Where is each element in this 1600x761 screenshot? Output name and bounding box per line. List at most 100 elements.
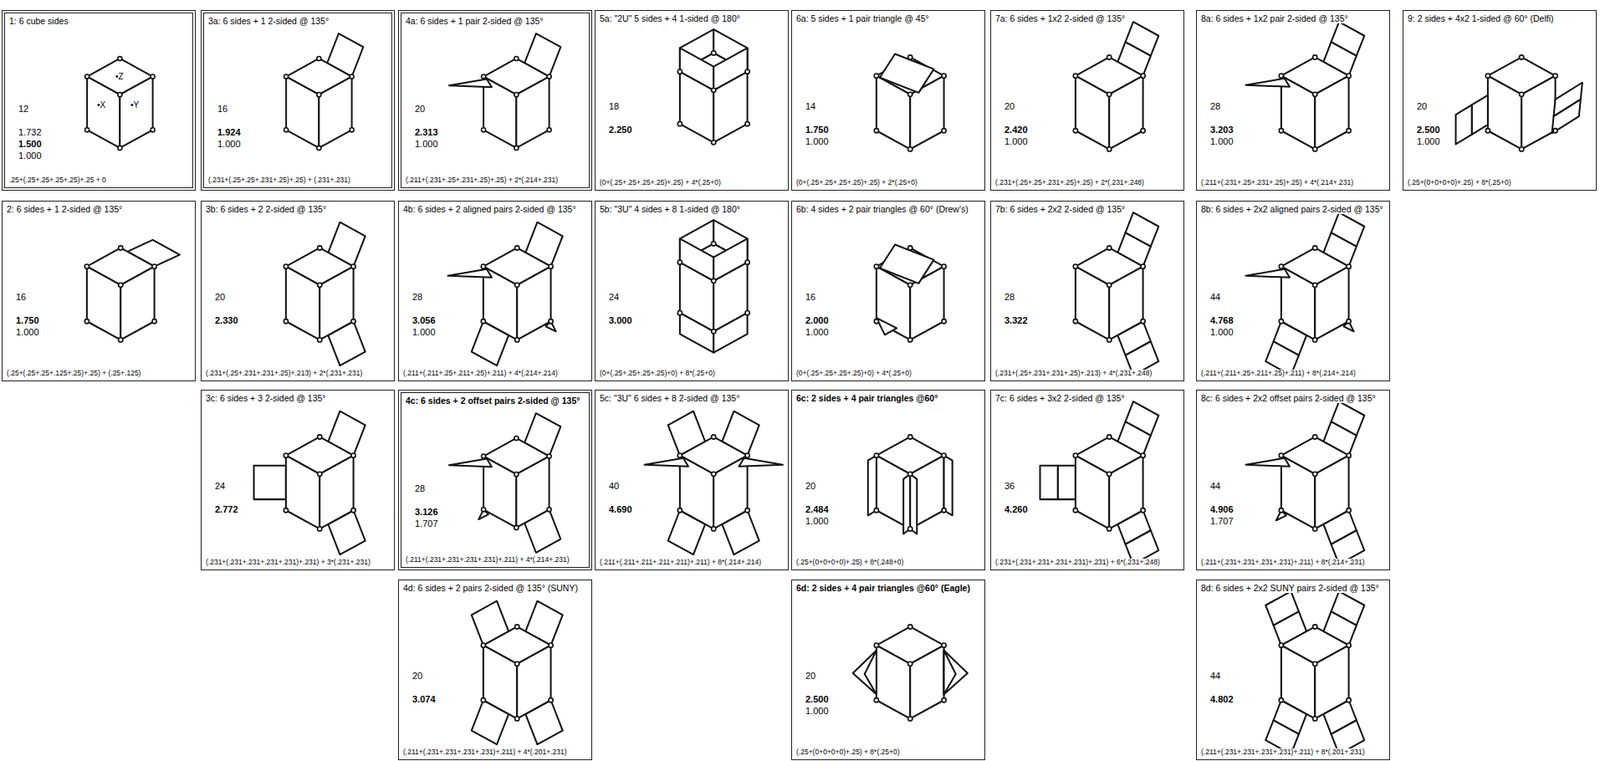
- area-value: 4.906: [1210, 504, 1234, 516]
- area-value: 2.484: [805, 504, 829, 516]
- cube-side: [1314, 76, 1349, 150]
- cube-side: [1521, 76, 1555, 150]
- config-panel: 3a: 6 sides + 1 2-sided @ 135°161.9241.0…: [200, 10, 395, 191]
- panel-wing: [1125, 401, 1160, 436]
- corner-rail: [1519, 55, 1524, 60]
- corner-rail: [546, 127, 552, 133]
- cell-count: 20: [1416, 101, 1427, 113]
- satellite-illustration: [991, 390, 1184, 570]
- cell-count: 20: [214, 291, 225, 303]
- panel-wing: [853, 650, 877, 695]
- corner-rail: [1107, 282, 1112, 287]
- corner-rail: [677, 69, 682, 74]
- area-value: 2.500: [805, 694, 829, 706]
- corner-rail: [1313, 471, 1318, 476]
- panel-title: 6b: 4 sides + 2 pair triangles @ 60° (Dr…: [795, 204, 970, 215]
- corner-rail: [941, 128, 946, 133]
- panel-title: 6a: 5 sides + 1 pair triangle @ 45°: [795, 13, 931, 24]
- corner-rail: [1073, 453, 1078, 458]
- panel-title: 7a: 6 sides + 1x2 2-sided @ 135°: [994, 13, 1126, 24]
- corner-rail: [283, 319, 288, 324]
- corner-rail: [1140, 128, 1146, 133]
- cell-count: 24: [608, 291, 619, 303]
- corner-rail: [150, 74, 155, 79]
- area-value: 1.000: [805, 516, 829, 527]
- corner-rail: [283, 453, 288, 458]
- cell-count: 28: [1210, 101, 1221, 113]
- panel-wing: [879, 244, 935, 283]
- panel-title: 8c: 6 sides + 2x2 offset pairs 2-sided @…: [1200, 393, 1377, 404]
- cell-count: 44: [1210, 670, 1221, 682]
- panel-wing: [1040, 465, 1059, 500]
- satellite-illustration: [201, 201, 394, 381]
- panel-title: 8b: 6 sides + 2x2 aligned pairs 2-sided …: [1200, 204, 1385, 215]
- corner-rail: [152, 264, 157, 269]
- corner-rail: [1278, 698, 1284, 703]
- area-value: 4.260: [1004, 504, 1028, 516]
- corner-rail: [1140, 453, 1146, 458]
- corner-rail: [480, 698, 486, 703]
- config-panel: 3b: 6 sides + 2 2-sided @ 135°202.330(.2…: [200, 200, 395, 382]
- cell-count: 14: [805, 101, 816, 113]
- panel-wing: [679, 312, 714, 353]
- corner-rail: [874, 319, 879, 324]
- area-value: 1.500: [18, 138, 42, 150]
- panel-title: 6d: 2 sides + 4 pair triangles @60° (Eag…: [795, 582, 972, 593]
- corner-rail: [711, 434, 716, 440]
- satellite-illustration: [398, 201, 592, 381]
- panel-wing: [868, 455, 877, 517]
- cube-side: [318, 76, 352, 149]
- satellite-illustration: [1196, 201, 1390, 381]
- config-panel: 6a: 5 sides + 1 pair triangle @ 45°141.7…: [791, 10, 986, 191]
- corner-rail: [1346, 319, 1351, 324]
- panel-wing: [1331, 401, 1365, 436]
- satellite-illustration: [1196, 390, 1390, 570]
- panel-title: 6c: 2 sides + 4 pair triangles @60°: [795, 393, 939, 404]
- corner-rail: [481, 507, 486, 512]
- corner-rail: [677, 453, 682, 458]
- panel-wing: [1331, 212, 1365, 247]
- panel-wing: [449, 78, 492, 87]
- area-value: 3.000: [608, 315, 633, 327]
- corner-rail: [711, 87, 716, 93]
- corner-rail: [941, 73, 946, 78]
- cube-side: [319, 266, 353, 341]
- corner-rail: [1073, 319, 1078, 324]
- area-value: 3.322: [1004, 315, 1028, 327]
- corner-rail: [515, 245, 520, 251]
- panel-wing: [1246, 78, 1290, 87]
- corner-rail: [677, 311, 682, 316]
- corner-rail: [1553, 73, 1558, 78]
- corner-rail: [941, 319, 946, 324]
- panel-wing: [944, 650, 968, 695]
- panel-title: 9: 2 sides + 4x2 1-sided @ 60° (Delfi): [1406, 13, 1554, 24]
- corner-rail: [908, 147, 913, 152]
- area-formula: (.211+(.231+.231+.231+.231)+.211) + 8*(.…: [1200, 748, 1366, 757]
- cube-side: [1109, 455, 1143, 530]
- cell-count: 20: [1004, 101, 1015, 113]
- satellite-illustration: [792, 201, 985, 381]
- config-panel: 7b: 6 sides + 2x2 2-sided @ 135°283.322(…: [990, 200, 1185, 382]
- corner-rail: [548, 319, 553, 324]
- corner-rail: [481, 127, 486, 133]
- corner-rail: [1140, 508, 1146, 513]
- area-formula: (.211+(.231+.231+.231+.231)+.211) + 8*(.…: [1200, 558, 1366, 568]
- area-formula: (.211+(.211+.211+.211+.211)+.211) + 8*(.…: [598, 558, 762, 568]
- cube-side: [516, 76, 549, 149]
- corner-rail: [1140, 319, 1146, 324]
- corner-rail: [1278, 319, 1284, 324]
- axis-label: •X: [97, 100, 106, 110]
- corner-rail: [283, 264, 288, 269]
- corner-rail: [351, 264, 356, 269]
- corner-rail: [351, 453, 356, 458]
- panel-wing: [713, 312, 747, 353]
- panel-title: 7c: 6 sides + 3x2 2-sided @ 135°: [994, 393, 1126, 404]
- panel-wing: [909, 474, 917, 535]
- panel-wing: [1125, 212, 1160, 247]
- corner-rail: [316, 145, 322, 150]
- corner-rail: [941, 453, 946, 458]
- panel-title: 3c: 6 sides + 3 2-sided @ 135°: [204, 393, 328, 404]
- corner-rail: [1107, 526, 1112, 532]
- corner-rail: [316, 92, 322, 98]
